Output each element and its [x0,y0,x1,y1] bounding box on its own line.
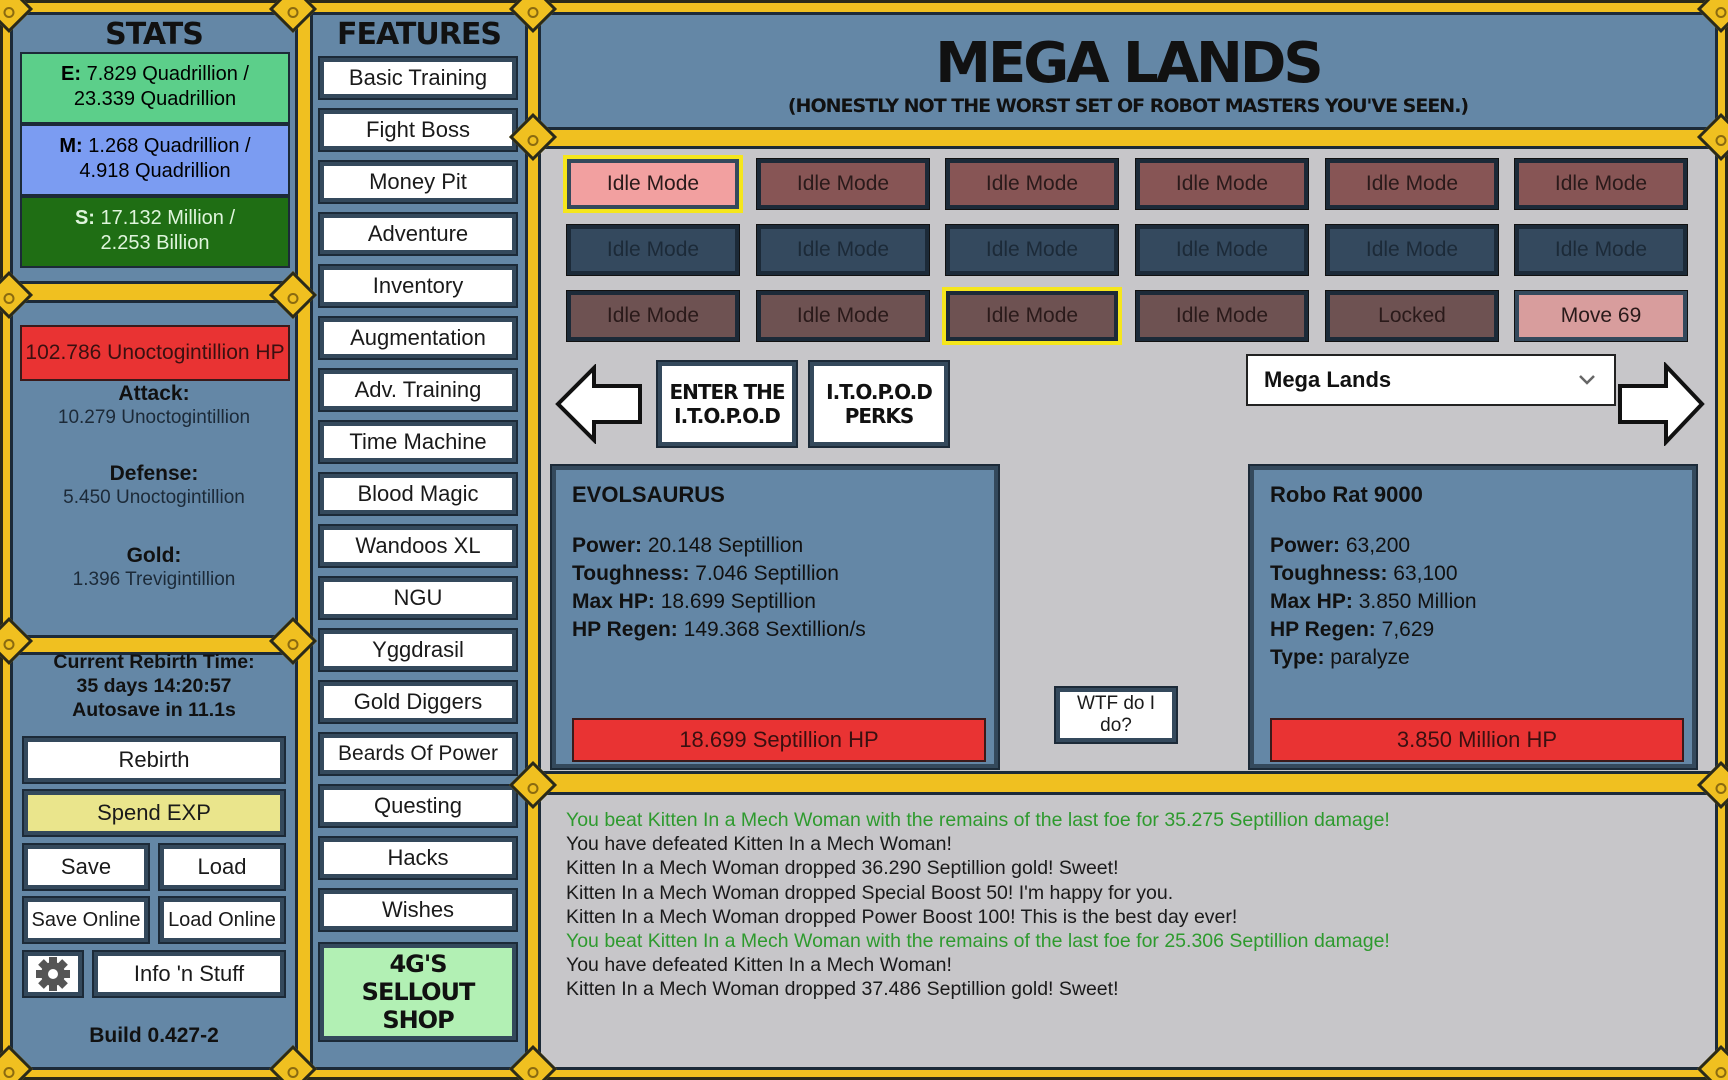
magic-stat: M: 1.268 Quadrillion / 4.918 Quadrillion [20,124,290,196]
feature-inventory[interactable]: Inventory [320,266,516,306]
enter-itopod-button[interactable]: ENTER THE I.T.O.P.O.D [658,362,796,446]
zone-title: MEGA LANDS [935,31,1324,96]
move-button[interactable]: Idle Mode [1136,291,1308,341]
feature-gold-diggers[interactable]: Gold Diggers [320,682,516,722]
feature-basic-training[interactable]: Basic Training [320,58,516,98]
log-line: You beat Kitten In a Mech Woman with the… [566,930,1390,953]
move-button[interactable]: Move 69 [1515,291,1687,341]
move-button[interactable]: Idle Mode [1515,225,1687,275]
feature-beards[interactable]: Beards Of Power [320,734,516,774]
move-button[interactable]: Idle Mode [757,225,929,275]
help-button[interactable]: WTF do I do? [1056,688,1176,742]
info-button[interactable]: Info 'n Stuff [94,952,284,996]
sellout-shop-button[interactable]: 4G'S SELLOUT SHOP [320,944,516,1040]
player-card: EVOLSAURUS Power: 20.148 Septillion Toug… [552,466,998,768]
move-button[interactable]: Idle Mode [946,159,1118,209]
stats-title: STATS [105,17,204,52]
settings-button[interactable] [24,952,82,996]
move-button[interactable]: Idle Mode [563,155,743,213]
save-online-button[interactable]: Save Online [24,898,148,942]
zone-dropdown[interactable]: Mega Lands [1246,354,1616,406]
spend-exp-button[interactable]: Spend EXP [24,791,284,835]
move-button[interactable]: Idle Mode [1326,159,1498,209]
zone-header: MEGA LANDS (HONESTLY NOT THE WORST SET O… [538,12,1718,130]
feature-augmentation[interactable]: Augmentation [320,318,516,358]
load-online-button[interactable]: Load Online [160,898,284,942]
gold-label: Gold: [126,544,182,567]
itopod-perks-button[interactable]: I.T.O.P.O.D PERKS [810,362,948,446]
enemy-card: Robo Rat 9000 Power: 63,200 Toughness: 6… [1250,466,1696,768]
feature-questing[interactable]: Questing [320,786,516,826]
log-line: Kitten In a Mech Woman dropped Special B… [566,881,1174,904]
player-stats: Attack: 10.279 Unoctogintillion Defense:… [10,382,298,592]
move-button-locked[interactable]: Locked [1326,291,1498,341]
rebirth-button[interactable]: Rebirth [24,738,284,782]
rebirth-time-label: Current Rebirth Time: [53,651,255,673]
chevron-down-icon [1579,375,1595,385]
zone-dropdown-value: Mega Lands [1264,367,1392,392]
move-button[interactable]: Idle Mode [942,287,1122,345]
feature-ngu[interactable]: NGU [320,578,516,618]
feature-wishes[interactable]: Wishes [320,890,516,930]
feature-time-machine[interactable]: Time Machine [320,422,516,462]
move-button[interactable]: Idle Mode [1136,159,1308,209]
move-button[interactable]: Idle Mode [757,291,929,341]
next-zone-arrow-icon[interactable] [1616,362,1706,446]
log-line: You have defeated Kitten In a Mech Woman… [566,954,952,977]
feature-blood-magic[interactable]: Blood Magic [320,474,516,514]
feature-wandoos[interactable]: Wandoos XL [320,526,516,566]
player-hp-bar: 102.786 Unoctogintillion HP [20,325,290,381]
log-line: Kitten In a Mech Woman dropped 37.486 Se… [566,978,1119,1001]
log-line: Kitten In a Mech Woman dropped 36.290 Se… [566,857,1119,880]
player-card-stats: Power: 20.148 Septillion Toughness: 7.04… [572,534,866,641]
prev-zone-arrow-icon[interactable] [554,364,644,444]
combat-log-panel[interactable] [538,792,1718,1070]
zone-subtitle: (HONESTLY NOT THE WORST SET OF ROBOT MAS… [787,95,1469,117]
move-button[interactable]: Idle Mode [567,291,739,341]
attack-label: Attack: [118,382,190,405]
load-button[interactable]: Load [160,845,284,889]
enemy-card-stats: Power: 63,200 Toughness: 63,100 Max HP: … [1270,534,1477,669]
rebirth-time: 35 days 14:20:57 [76,675,232,697]
energy-stat: E: 7.829 Quadrillion / 23.339 Quadrillio… [20,52,290,124]
move-button[interactable]: Idle Mode [1326,225,1498,275]
features-title: FEATURES [337,17,502,52]
player-card-hp-bar: 18.699 Septillion HP [572,718,986,762]
feature-money-pit[interactable]: Money Pit [320,162,516,202]
gear-icon [36,957,70,991]
feature-adv-training[interactable]: Adv. Training [320,370,516,410]
rebirth-info: Current Rebirth Time: 35 days 14:20:57 A… [10,650,298,722]
combat-log: You beat Kitten In a Mech Woman with the… [566,808,1390,1002]
defense-label: Defense: [109,462,199,485]
enemy-card-hp-bar: 3.850 Million HP [1270,718,1684,762]
feature-hacks[interactable]: Hacks [320,838,516,878]
defense-value: 5.450 Unoctogintillion [63,487,245,508]
move-button[interactable]: Idle Mode [1515,159,1687,209]
build-version: Build 0.427-2 [89,1024,219,1047]
log-line: Kitten In a Mech Woman dropped Power Boo… [566,905,1238,928]
log-line: You have defeated Kitten In a Mech Woman… [566,833,952,856]
move-button[interactable]: Idle Mode [946,225,1118,275]
enemy-name: Robo Rat 9000 [1270,482,1423,507]
feature-adventure[interactable]: Adventure [320,214,516,254]
autosave-timer: Autosave in 11.1s [72,699,236,721]
player-name: EVOLSAURUS [572,482,725,507]
attack-value: 10.279 Unoctogintillion [57,407,251,428]
gold-value: 1.396 Trevigintillion [72,569,236,590]
move-button[interactable]: Idle Mode [757,159,929,209]
resource3-stat: S: 17.132 Million / 2.253 Billion [20,196,290,268]
save-button[interactable]: Save [24,845,148,889]
log-line: You beat Kitten In a Mech Woman with the… [566,809,1390,831]
feature-fight-boss[interactable]: Fight Boss [320,110,516,150]
move-button[interactable]: Idle Mode [1136,225,1308,275]
feature-yggdrasil[interactable]: Yggdrasil [320,630,516,670]
move-button[interactable]: Idle Mode [567,225,739,275]
